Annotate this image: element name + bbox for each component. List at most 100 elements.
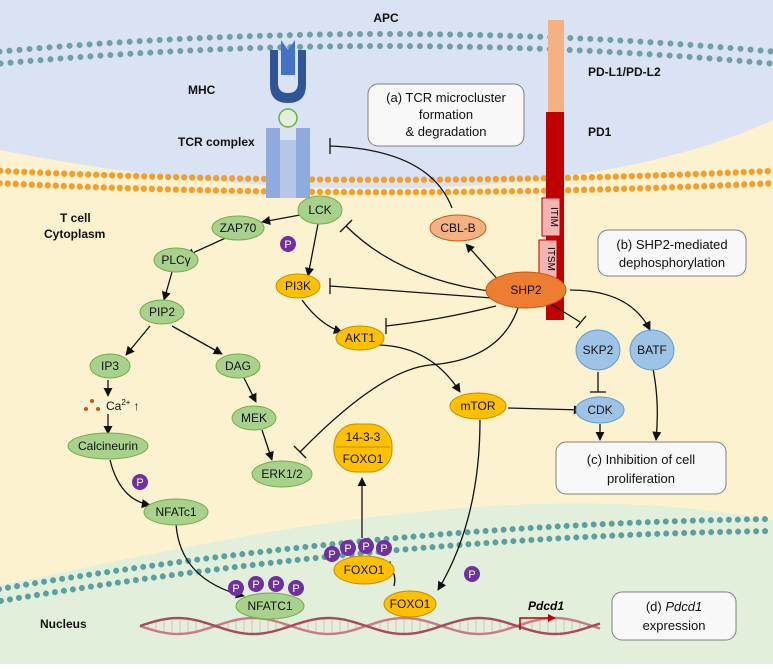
box-a-line1: (a) TCR microcluster [386, 90, 506, 105]
node-ip3: IP3 [90, 354, 130, 378]
node-foxo1-nuclear: FOXO1 [384, 591, 436, 617]
lipid-tail [242, 551, 243, 557]
phosphate-group: P [268, 576, 284, 592]
node-plcg: PLCγ [154, 248, 198, 272]
mhc-label: MHC [188, 83, 216, 97]
lipid-tail [9, 48, 10, 54]
phosphate-group: P [464, 566, 480, 582]
pd1-label: PD1 [588, 125, 612, 139]
apc-label: APC [373, 11, 399, 25]
node-foxo1-phospho: FOXO1 [334, 556, 394, 584]
lipid-tail [287, 546, 288, 552]
lipid-tail [251, 550, 252, 556]
box-c-line2: proliferation [607, 471, 675, 486]
phosphate-label: P [232, 583, 239, 595]
node-mtor: mTOR [450, 393, 506, 419]
phosphate-label: P [362, 541, 369, 553]
node-shp2: SHP2 [486, 272, 566, 308]
lck-label: LCK [308, 203, 331, 217]
tcell-label: T cell [60, 211, 91, 225]
erk-label: ERK1/2 [261, 467, 303, 481]
box-c-line1: (c) Inhibition of cell [587, 452, 695, 467]
node-1433-foxo1: 14-3-3 FOXO1 [334, 424, 392, 472]
box-c: (c) Inhibition of cell proliferation [556, 442, 726, 494]
lipid-tail [0, 61, 1, 67]
lipid-tail [279, 559, 280, 565]
node-calcineurin: Calcineurin [68, 433, 148, 459]
phosphate-label: P [380, 543, 387, 555]
lipid-tail [769, 60, 770, 66]
lipid-tail [261, 561, 262, 567]
node-dag: DAG [216, 354, 260, 378]
tcr-complex-label: TCR complex [178, 135, 255, 149]
phosphate-label: P [328, 549, 335, 561]
lipid-tail [760, 48, 761, 54]
box-b: (b) SHP2-mediated dephosphorylation [598, 230, 746, 276]
lipid-tail [750, 47, 751, 53]
lipid-tail [413, 534, 414, 540]
lipid-tail [243, 563, 244, 569]
phosphate-label: P [468, 569, 475, 581]
pdcd1-gene-label: Pdcd1 [528, 599, 564, 613]
lipid-tail [288, 558, 289, 564]
phosphate-group: P [132, 474, 148, 490]
lipid-tail [297, 557, 298, 563]
lipid-tail [305, 544, 306, 550]
lipid-tail [19, 47, 20, 53]
mek-label: MEK [241, 411, 267, 425]
1433-label: 14-3-3 [346, 430, 381, 444]
lipid-tail [405, 546, 406, 552]
lipid-tail [759, 59, 760, 65]
mtor-label: mTOR [460, 399, 495, 413]
lipid-tail [270, 560, 271, 566]
lipid-tail [770, 48, 771, 54]
phosphate-group: P [340, 540, 356, 556]
phosphate-group: P [228, 580, 244, 596]
lipid-tail [396, 547, 397, 553]
lipid-tail [29, 46, 30, 52]
lipid-tail [20, 59, 21, 65]
lipid-tail [252, 562, 253, 568]
itsm-label: ITSM [545, 247, 556, 271]
node-nfatc1-nuclear: NFATC1 [236, 593, 304, 619]
node-pip2: PIP2 [140, 300, 184, 324]
foxo1-nuclear-label: FOXO1 [390, 597, 431, 611]
phosphate-group: P [324, 546, 340, 562]
box-d: (d) Pdcd1 expression [612, 592, 736, 640]
nfatc1-nuclear-label: NFATC1 [247, 599, 292, 613]
ip3-label: IP3 [101, 359, 119, 373]
pip2-label: PIP2 [149, 305, 175, 319]
pi3k-label: PI3K [285, 279, 311, 293]
lipid-tail [315, 555, 316, 561]
shp2-label: SHP2 [510, 283, 542, 297]
lipid-tail [260, 549, 261, 555]
phosphate-label: P [252, 579, 259, 591]
nfatc1-label: NFATc1 [155, 505, 196, 519]
node-zap70: ZAP70 [212, 216, 264, 240]
lipid-tail [314, 543, 315, 549]
box-b-line1: (b) SHP2-mediated [616, 237, 727, 252]
lipid-tail [296, 545, 297, 551]
phosphate-group: P [358, 538, 374, 554]
box-a-line3: & degradation [406, 124, 487, 139]
box-a: (a) TCR microcluster formation & degrada… [368, 84, 524, 146]
phosphate-label: P [272, 579, 279, 591]
node-skp2: SKP2 [576, 330, 620, 370]
phosphate-group: P [288, 580, 304, 596]
phosphate-label: P [136, 477, 143, 489]
box-d-line2: expression [643, 618, 706, 633]
lipid-tail [306, 556, 307, 562]
dag-label: DAG [225, 359, 251, 373]
skp2-label: SKP2 [583, 343, 614, 357]
lipid-tail [414, 546, 415, 552]
lipid-tail [377, 537, 378, 543]
lipid-tail [404, 534, 405, 540]
node-batf: BATF [630, 330, 674, 370]
box-d-line1: (d) Pdcd1 [646, 599, 702, 614]
phosphate-label: P [284, 239, 291, 251]
phosphate-label: P [344, 543, 351, 555]
node-cdk: CDK [576, 397, 624, 423]
phosphate-group: P [280, 236, 296, 252]
box-b-line2: dephosphorylation [619, 255, 725, 270]
